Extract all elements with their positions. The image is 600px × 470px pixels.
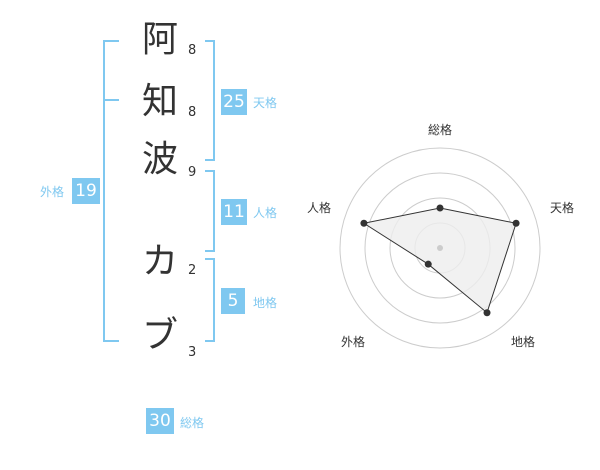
radar-axis-label-gaikaku: 外格 xyxy=(341,335,366,349)
chikaku-value: 5 xyxy=(221,288,245,314)
radar-axis-label-jinkaku: 人格 xyxy=(307,201,332,215)
gaikaku-bracket-mid xyxy=(103,99,119,101)
name-char-2: 知 xyxy=(141,81,178,122)
stroke-count-3: 9 xyxy=(188,165,197,180)
gaikaku-bracket xyxy=(103,40,119,342)
radar-axis-label-chikaku: 地格 xyxy=(511,335,536,349)
radar-axis-label-tenkaku: 天格 xyxy=(550,201,575,215)
gaikaku-value: 19 xyxy=(72,178,100,204)
radar-series-polygon xyxy=(362,207,517,314)
soukaku-value: 30 xyxy=(146,408,174,434)
name-char-5: ブ xyxy=(141,315,178,356)
jinkaku-label: 人格 xyxy=(253,206,278,220)
radar-point-4 xyxy=(360,219,368,227)
soukaku-label: 総格 xyxy=(180,416,205,430)
radar-point-1 xyxy=(512,219,520,227)
stroke-count-5: 3 xyxy=(188,345,197,360)
stroke-count-2: 8 xyxy=(188,105,197,120)
radar-axis-label-soukaku: 総格 xyxy=(428,123,453,137)
radar-ring-3 xyxy=(364,172,516,324)
jinkaku-bracket xyxy=(205,170,215,252)
name-char-3: 波 xyxy=(141,139,178,180)
stroke-count-4: 2 xyxy=(188,263,197,278)
radar-point-0 xyxy=(436,204,444,212)
chikaku-bracket xyxy=(205,258,215,342)
radar-center-dot xyxy=(437,245,443,251)
name-char-1: 阿 xyxy=(141,19,178,60)
radar-point-3 xyxy=(424,260,432,268)
radar-point-2 xyxy=(483,309,491,317)
chikaku-label: 地格 xyxy=(253,296,278,310)
gaikaku-label: 外格 xyxy=(40,185,65,199)
stroke-count-1: 8 xyxy=(188,43,197,58)
tenkaku-value: 25 xyxy=(221,89,247,115)
name-char-4: カ xyxy=(141,241,178,282)
jinkaku-value: 11 xyxy=(221,199,247,225)
tenkaku-label: 天格 xyxy=(253,96,278,110)
tenkaku-bracket xyxy=(205,40,215,161)
radar-ring-4 xyxy=(339,147,541,349)
